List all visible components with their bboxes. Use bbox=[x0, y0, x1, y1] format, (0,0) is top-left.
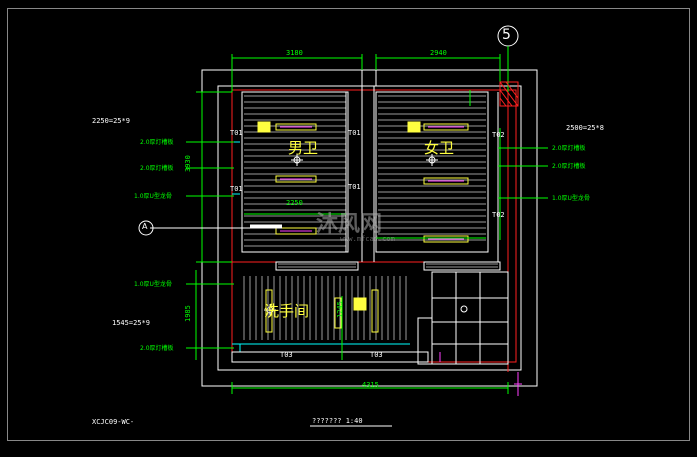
watermark-url: www.mfcad.com bbox=[340, 235, 395, 243]
section-symbol: A bbox=[142, 222, 148, 231]
footer-drawing-code: XCJC09-WC- bbox=[92, 418, 135, 426]
callout-leaders bbox=[186, 141, 548, 349]
callout-right: 1.0厚U型龙骨 bbox=[552, 195, 590, 202]
wash-fixtures bbox=[265, 289, 379, 333]
divider-bands bbox=[275, 261, 501, 271]
dim-lower-left-vert: 1985 bbox=[184, 305, 192, 322]
wash-ceiling-slats bbox=[243, 276, 407, 340]
callout-left: 2.0厚灯槽板 bbox=[140, 139, 174, 146]
section-mark bbox=[138, 220, 282, 236]
callout-left: 1.0厚U型龙骨 bbox=[134, 193, 172, 200]
women-room-walls bbox=[375, 91, 499, 262]
dim-top-left: 3180 bbox=[286, 49, 303, 57]
tag-t01: T01 bbox=[348, 129, 361, 137]
women-ceiling-slats bbox=[378, 95, 486, 241]
callout-right: 2.0厚灯槽板 bbox=[552, 163, 586, 170]
callout-left: 2.0厚灯槽板 bbox=[140, 165, 174, 172]
room-wash-label: 洗手间 bbox=[264, 302, 310, 320]
tag-t03: T03 bbox=[370, 351, 383, 359]
dim-lower-mid-vert: 1245 bbox=[336, 301, 344, 318]
dim-mid-left: 2250 bbox=[286, 199, 303, 207]
scale-note-right-top: 2500=25*8 bbox=[566, 124, 604, 132]
tag-t03: T03 bbox=[280, 351, 293, 359]
dim-left-vert: 3930 bbox=[184, 155, 192, 172]
tag-t02: T02 bbox=[492, 131, 505, 139]
light-fixtures bbox=[257, 121, 469, 243]
callout-left: 2.0厚灯槽板 bbox=[140, 345, 174, 352]
watermark: 沐风网 bbox=[316, 212, 383, 237]
dimension-lines bbox=[195, 54, 509, 394]
dim-top-right: 2940 bbox=[430, 49, 447, 57]
scale-note-left-bottom: 1545=25*9 bbox=[112, 319, 150, 327]
men-room-walls bbox=[241, 86, 375, 262]
tag-t01: T01 bbox=[230, 185, 243, 193]
tag-t02: T02 bbox=[492, 211, 505, 219]
callout-left: 1.0厚U型龙骨 bbox=[134, 281, 172, 288]
callout-right: 2.0厚灯槽板 bbox=[552, 145, 586, 152]
drawing-title: ??????? 1:40 bbox=[312, 417, 363, 425]
drawing-frame bbox=[7, 8, 690, 441]
grid-marker-label: 5 bbox=[502, 27, 511, 43]
tag-t01: T01 bbox=[348, 183, 361, 191]
tag-t01: T01 bbox=[230, 129, 243, 137]
room-women-label: 女卫 bbox=[424, 139, 455, 157]
column-hatch bbox=[499, 81, 519, 107]
tiled-floor bbox=[231, 271, 509, 365]
men-ceiling-slats bbox=[244, 95, 346, 247]
magenta-lines bbox=[439, 352, 522, 396]
room-men-label: 男卫 bbox=[288, 139, 319, 157]
scale-note-left-top: 2250=25*9 bbox=[92, 117, 130, 125]
dim-bottom: 4315 bbox=[362, 381, 379, 389]
